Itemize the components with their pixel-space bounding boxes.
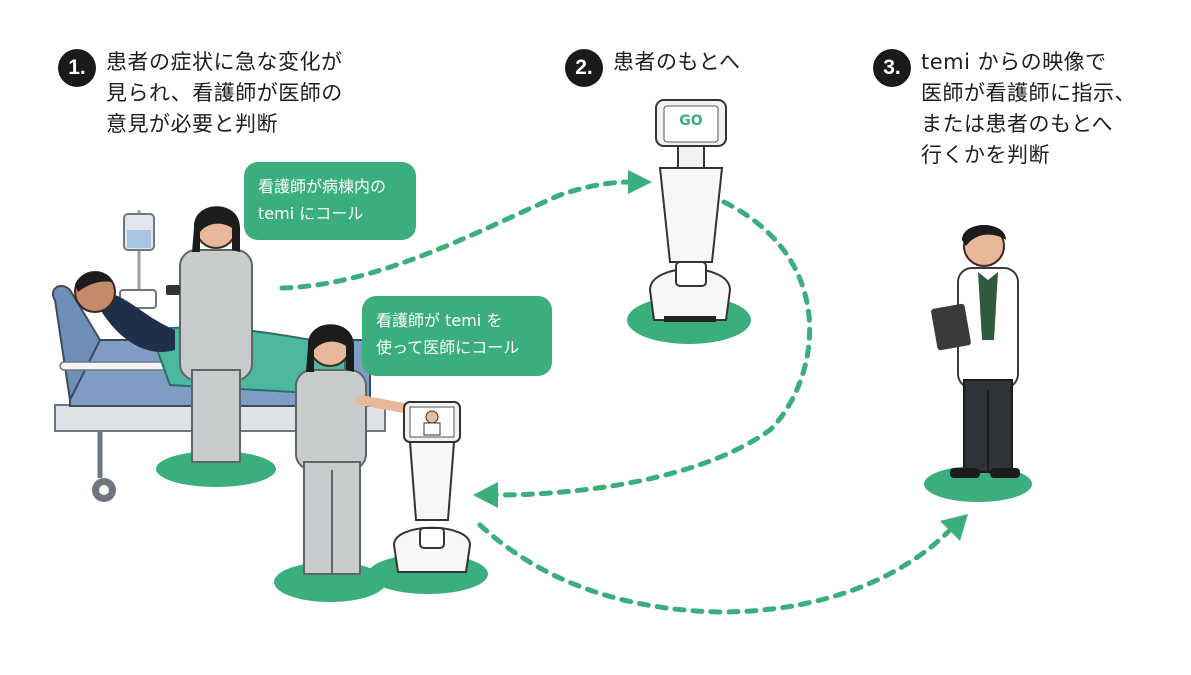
step-3-number-badge: 3.: [873, 49, 911, 87]
temi-robot-go: [648, 99, 732, 322]
nurse-1: [166, 206, 253, 463]
dashed-arrow-robot-to-patient: [473, 199, 813, 508]
dashed-arrow-robot-to-doctor: [477, 514, 968, 615]
floor-shadow-nurse1: [156, 451, 276, 487]
speech-bubble-call-robot: 看護師が病棟内の temi にコール: [244, 162, 416, 240]
step-2-text: 患者のもとへ: [613, 50, 741, 74]
step-1-number-badge: 1.: [58, 49, 96, 87]
dashed-arrow-call-robot: [279, 170, 652, 291]
step-2: 2. 患者のもとへ: [565, 47, 741, 87]
step-3: 3. temi からの映像で 医師が看護師に指示、 または患者のもとへ 行くかを…: [873, 47, 1136, 171]
step-2-number-badge: 2.: [565, 49, 603, 87]
iv-stand: [119, 210, 157, 400]
doctor: [931, 225, 1020, 478]
step-1-text: 患者の症状に急な変化が 見られ、看護師が医師の 意見が必要と判断: [106, 50, 343, 136]
step-1: 1. 患者の症状に急な変化が 見られ、看護師が医師の 意見が必要と判断: [58, 47, 343, 140]
robot-screen-text: GO: [679, 113, 703, 129]
temi-robot-video-call: [392, 401, 472, 573]
nurse-2: [295, 324, 409, 575]
step-3-text: temi からの映像で 医師が看護師に指示、 または患者のもとへ 行くかを判断: [921, 50, 1136, 167]
speech-bubble-call-doctor: 看護師が temi を 使って医師にコール: [362, 296, 552, 376]
